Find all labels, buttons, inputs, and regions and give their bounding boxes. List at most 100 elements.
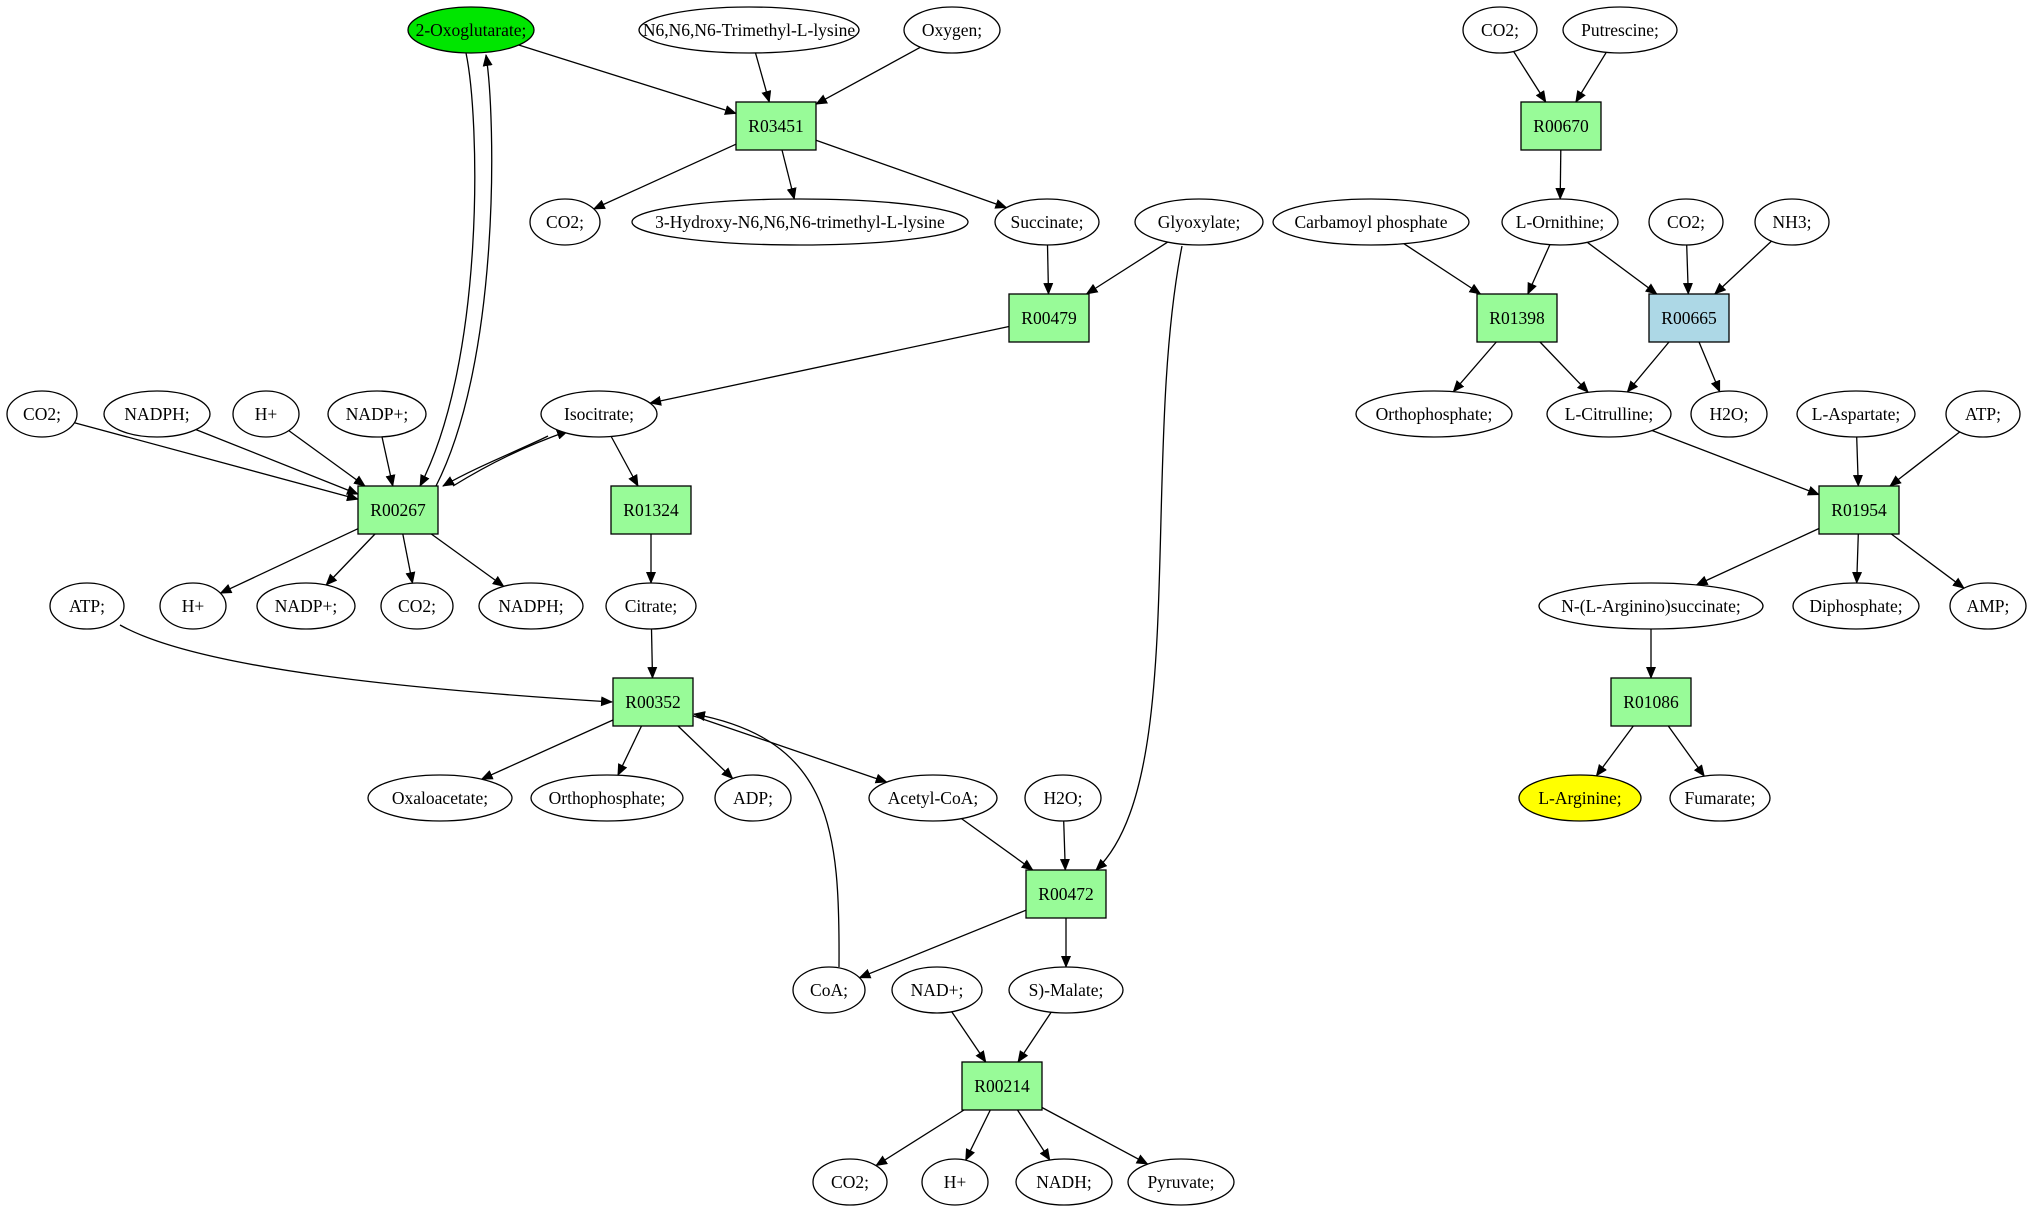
compound-node[interactable]: Succinate; <box>994 198 1100 246</box>
reaction-box <box>1025 869 1107 919</box>
edge-c-ornith-to-r-R01398 <box>1527 244 1551 295</box>
compound-node[interactable]: H2O; <box>1024 774 1102 822</box>
reaction-box <box>357 485 439 535</box>
compound-node[interactable]: NADP+; <box>327 390 427 438</box>
reaction-label: R00665 <box>1661 308 1717 328</box>
compound-node[interactable]: 3-Hydroxy-N6,N6,N6-trimethyl-L-lysine <box>631 198 969 246</box>
edge-c-carbp-to-r-R01398 <box>1403 243 1482 295</box>
compound-node[interactable]: H+ <box>159 582 227 630</box>
compound-node[interactable]: Glyoxylate; <box>1134 198 1264 246</box>
compound-label: Pyruvate; <box>1147 1172 1214 1192</box>
compound-ellipse <box>407 6 535 54</box>
reaction-node[interactable]: R01398 <box>1476 293 1558 343</box>
compound-ellipse <box>1792 582 1920 630</box>
reaction-node[interactable]: R00665 <box>1648 293 1730 343</box>
compound-node[interactable]: S)-Malate; <box>1008 966 1124 1014</box>
compound-label: CO2; <box>546 212 584 232</box>
compound-ellipse <box>540 390 658 438</box>
reaction-node[interactable]: R00352 <box>612 677 694 727</box>
edge-r-R03451-to-c-co2-a <box>592 143 737 210</box>
edge-r-R03451-to-c-succ <box>815 139 1008 209</box>
compound-ellipse <box>792 966 866 1014</box>
compound-ellipse <box>1648 198 1724 246</box>
compound-ellipse <box>1518 774 1642 822</box>
compound-ellipse <box>1127 1158 1235 1206</box>
compound-label: N-(L-Arginino)succinate; <box>1561 596 1740 616</box>
compound-node[interactable]: 2-Oxoglutarate; <box>407 6 535 54</box>
compound-label: CO2; <box>831 1172 869 1192</box>
compound-label: NH3; <box>1773 212 1812 232</box>
compound-node[interactable]: NADPH; <box>103 390 211 438</box>
compound-ellipse <box>812 1158 888 1206</box>
reaction-node[interactable]: R01954 <box>1818 485 1900 535</box>
compound-node[interactable]: Oxygen; <box>903 6 1001 54</box>
compound-node[interactable]: CO2; <box>380 582 454 630</box>
compound-ellipse <box>868 774 998 822</box>
compound-node[interactable]: NADH; <box>1015 1158 1113 1206</box>
compound-label: Orthophosphate; <box>1376 404 1493 424</box>
compound-node[interactable]: CoA; <box>792 966 866 1014</box>
compound-node[interactable]: CO2; <box>1462 6 1538 54</box>
compound-label: L-Aspartate; <box>1812 404 1900 424</box>
compound-node[interactable]: Acetyl-CoA; <box>868 774 998 822</box>
edge-c-nadph-a-to-r-R00267 <box>195 428 359 495</box>
compound-node[interactable]: L-Arginine; <box>1518 774 1642 822</box>
compound-node[interactable]: N6,N6,N6-Trimethyl-L-lysine <box>638 6 860 54</box>
compound-node[interactable]: Fumarate; <box>1669 774 1771 822</box>
compound-label: Isocitrate; <box>564 404 634 424</box>
compound-node[interactable]: L-Aspartate; <box>1796 390 1916 438</box>
compound-node[interactable]: Orthophosphate; <box>1355 390 1513 438</box>
compound-label: NADP+; <box>346 404 408 424</box>
reaction-label: R03451 <box>748 116 803 136</box>
edge-c-glyox-to-r-R00479 <box>1085 241 1169 295</box>
reaction-node[interactable]: R01086 <box>1610 677 1692 727</box>
compound-label: AMP; <box>1967 596 2010 616</box>
compound-node[interactable]: CO2; <box>812 1158 888 1206</box>
reaction-node[interactable]: R00670 <box>1520 101 1602 151</box>
compound-node[interactable]: L-Ornithine; <box>1501 198 1619 246</box>
compound-node[interactable]: Diphosphate; <box>1792 582 1920 630</box>
compound-node[interactable]: Oxaloacetate; <box>367 774 513 822</box>
compound-node[interactable]: ATP; <box>1945 390 2021 438</box>
compound-ellipse <box>921 1158 989 1206</box>
compound-node[interactable]: H+ <box>232 390 300 438</box>
compound-node[interactable]: CO2; <box>1648 198 1724 246</box>
compound-node[interactable]: NADPH; <box>478 582 584 630</box>
compound-node[interactable]: Citrate; <box>605 582 697 630</box>
reaction-node[interactable]: R01324 <box>610 485 692 535</box>
compound-node[interactable]: Pyruvate; <box>1127 1158 1235 1206</box>
compound-node[interactable]: CO2; <box>529 198 601 246</box>
compound-node[interactable]: NAD+; <box>891 966 983 1014</box>
compound-label: N6,N6,N6-Trimethyl-L-lysine <box>643 20 855 40</box>
reaction-node[interactable]: R00214 <box>961 1061 1043 1111</box>
compound-node[interactable]: Orthophosphate; <box>530 774 684 822</box>
compound-ellipse <box>49 582 125 630</box>
compound-node[interactable]: NADP+; <box>256 582 356 630</box>
edge-c-isocit-to-r-R00267 <box>442 435 549 487</box>
compound-node[interactable]: H2O; <box>1690 390 1768 438</box>
reaction-label: R00472 <box>1038 884 1093 904</box>
compound-label: H+ <box>944 1172 967 1192</box>
compound-label: Oxygen; <box>922 20 982 40</box>
compound-ellipse <box>6 390 78 438</box>
reaction-box <box>1818 485 1900 535</box>
reaction-node[interactable]: R00472 <box>1025 869 1107 919</box>
compound-node[interactable]: ATP; <box>49 582 125 630</box>
compound-node[interactable]: ADP; <box>714 774 792 822</box>
compound-node[interactable]: N-(L-Arginino)succinate; <box>1538 582 1764 630</box>
compound-node[interactable]: CO2; <box>6 390 78 438</box>
compound-ellipse <box>1008 966 1124 1014</box>
compound-node[interactable]: Putrescine; <box>1562 6 1678 54</box>
compound-node[interactable]: L-Citrulline; <box>1546 390 1672 438</box>
reaction-node[interactable]: R00479 <box>1008 293 1090 343</box>
compound-node[interactable]: Carbamoyl phosphate <box>1272 198 1470 246</box>
reaction-node[interactable]: R03451 <box>735 101 817 151</box>
edge-r-R00267-to-c-hplus-b <box>219 528 359 594</box>
reaction-node[interactable]: R00267 <box>357 485 439 535</box>
compound-ellipse <box>1462 6 1538 54</box>
compound-node[interactable]: H+ <box>921 1158 989 1206</box>
compound-node[interactable]: Isocitrate; <box>540 390 658 438</box>
compound-node[interactable]: AMP; <box>1949 582 2027 630</box>
edge-c-2oxo-to-r-R00267 <box>419 52 476 487</box>
compound-node[interactable]: NH3; <box>1754 198 1830 246</box>
